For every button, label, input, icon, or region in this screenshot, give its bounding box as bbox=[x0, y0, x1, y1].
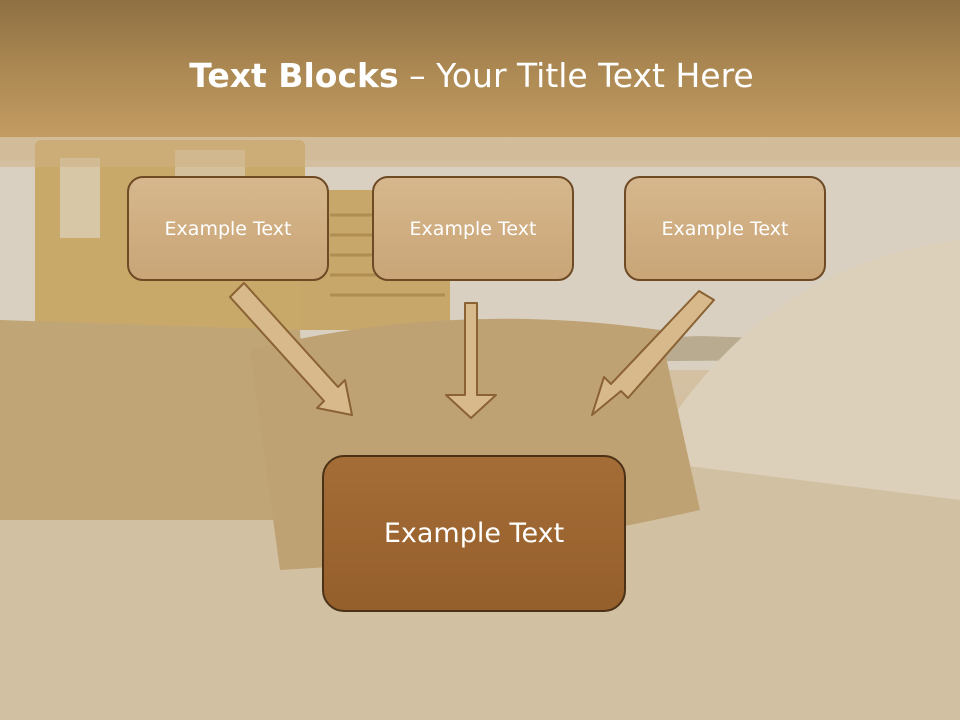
slide-title: Text Blocks – Your Title Text Here bbox=[0, 56, 943, 95]
example-text-box-1-label: Example Text bbox=[164, 217, 292, 240]
example-text-box-2-label: Example Text bbox=[409, 217, 537, 240]
arrow-down-right-icon bbox=[229, 282, 353, 416]
example-text-box-1[interactable]: Example Text bbox=[127, 176, 329, 281]
bg-cab-window-left bbox=[60, 158, 100, 238]
title-rest: Your Title Text Here bbox=[436, 56, 754, 95]
title-band bbox=[0, 0, 960, 137]
example-text-main-box[interactable]: Example Text bbox=[322, 455, 626, 612]
bg-bulldozer-tracks bbox=[0, 320, 310, 520]
title-dash: – bbox=[398, 56, 437, 95]
example-text-box-3[interactable]: Example Text bbox=[624, 176, 826, 281]
title-strip bbox=[0, 137, 960, 167]
example-text-box-3-label: Example Text bbox=[661, 217, 789, 240]
bg-gravel-pile bbox=[640, 240, 960, 520]
title-bold: Text Blocks bbox=[189, 56, 399, 95]
arrow-down-left-icon bbox=[591, 290, 715, 416]
arrow-down-icon bbox=[445, 302, 497, 419]
example-text-main-box-label: Example Text bbox=[383, 518, 565, 549]
example-text-box-2[interactable]: Example Text bbox=[372, 176, 574, 281]
